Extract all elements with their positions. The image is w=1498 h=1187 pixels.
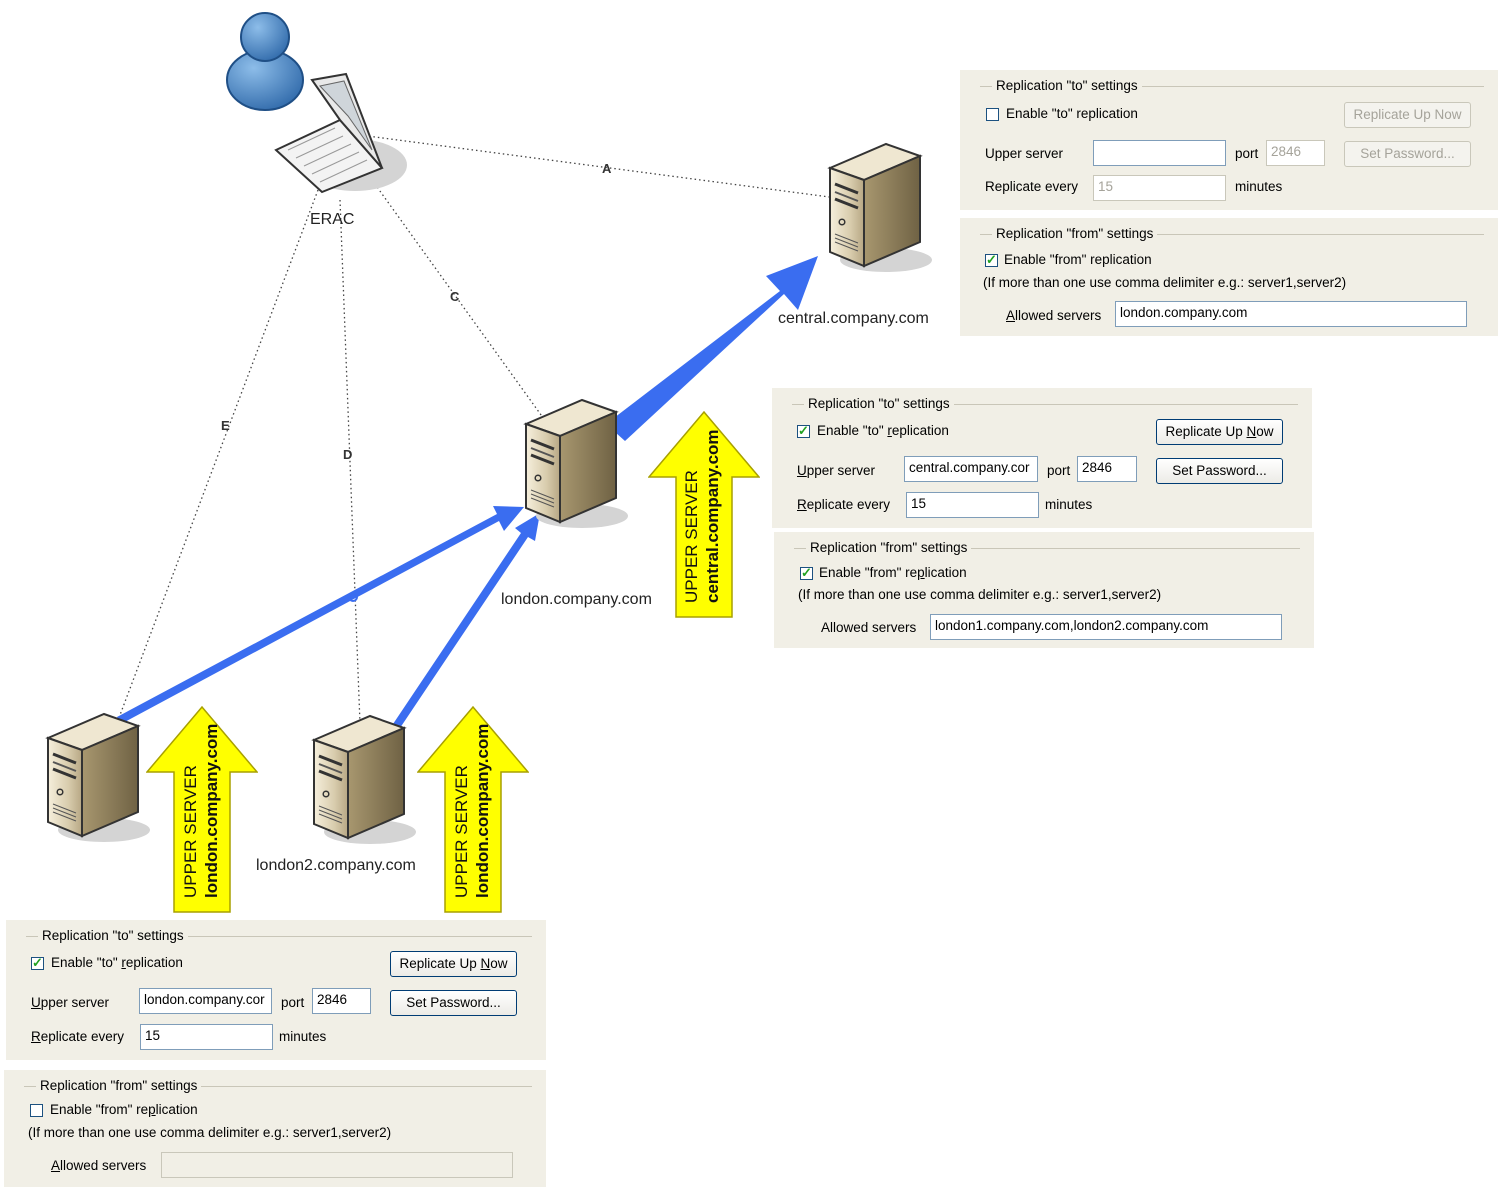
management-connections: [119, 134, 876, 777]
comma-delimiter-hint: (If more than one use comma delimiter e.…: [798, 587, 1162, 602]
replicate-every-input[interactable]: 15: [1093, 175, 1226, 201]
legend-title: Replication "to" settings: [792, 396, 954, 411]
enable-from-replication-label: Enable "from" replication: [1004, 252, 1152, 267]
set-password-button[interactable]: Set Password...: [390, 990, 517, 1016]
legend-title: Replication "from" settings: [980, 226, 1158, 241]
enable-from-replication-checkbox[interactable]: [30, 1104, 43, 1117]
upper-server-input[interactable]: central.company.cor: [904, 456, 1038, 482]
enable-to-replication-label: Enable "to" replication: [51, 955, 183, 970]
upper-server-label: Upper server: [985, 146, 1064, 161]
replication-arrow-london-to-central: [606, 256, 818, 441]
upper-server-label: Upper server: [797, 463, 876, 478]
replicate-up-now-button[interactable]: Replicate Up Now: [1344, 102, 1471, 128]
upper-server-input[interactable]: london.company.cor: [139, 988, 272, 1014]
allowed-servers-label: Allowed servers: [51, 1158, 147, 1173]
london-to-settings-panel: Replication "to" settings Enable "to" re…: [772, 388, 1312, 528]
enable-to-replication-label: Enable "to" replication: [1006, 106, 1138, 121]
minutes-label: minutes: [279, 1029, 327, 1044]
replication-arrow-london2-to-london: [391, 513, 540, 731]
legend-title: Replication "to" settings: [980, 78, 1142, 93]
legend-title: Replication "to" settings: [26, 928, 188, 943]
enable-from-replication-checkbox[interactable]: [800, 565, 813, 581]
enable-to-replication-checkbox[interactable]: [797, 423, 810, 439]
minutes-label: minutes: [1235, 179, 1283, 194]
edge-label-e: E: [221, 418, 230, 433]
laptop-icon: [274, 72, 407, 194]
server-central-icon: [828, 142, 934, 272]
svg-text:UPPER SERVER london.compan: UPPER SERVER london.company.com: [181, 724, 221, 898]
port-input[interactable]: 2846: [312, 988, 371, 1014]
server-london-icon: [524, 398, 630, 528]
server-london2-icon: [312, 714, 418, 844]
node-label-central: central.company.com: [778, 310, 929, 327]
replicate-up-now-button[interactable]: Replicate Up Now: [1156, 419, 1283, 445]
replicate-up-now-button[interactable]: Replicate Up Now: [390, 951, 517, 977]
port-label: port: [281, 995, 305, 1010]
enable-to-replication-checkbox[interactable]: [986, 108, 999, 121]
allowed-servers-label: Allowed servers: [1006, 308, 1102, 323]
svg-text:UPPER SERVER london.compan: UPPER SERVER london.company.com: [452, 724, 492, 898]
enable-to-replication-label: Enable "to" replication: [817, 423, 949, 438]
comma-delimiter-hint: (If more than one use comma delimiter e.…: [28, 1125, 392, 1140]
minutes-label: minutes: [1045, 497, 1093, 512]
legend-title: Replication "from" settings: [24, 1078, 202, 1093]
comma-delimiter-hint: (If more than one use comma delimiter e.…: [983, 275, 1347, 290]
allowed-servers-input[interactable]: london.company.com: [1115, 301, 1467, 327]
london2-to-settings-panel: Replication "to" settings Enable "to" re…: [6, 920, 546, 1060]
edge-label-c: C: [450, 289, 460, 304]
node-label-erac: ERAC: [310, 211, 355, 228]
upper-arrow-central-line1: UPPER SERVER: [682, 470, 701, 603]
enable-from-replication-label: Enable "from" replication: [50, 1102, 198, 1117]
connection-e: [119, 189, 319, 716]
replicate-every-input[interactable]: 15: [140, 1024, 273, 1050]
enable-from-replication-label: Enable "from" replication: [819, 565, 967, 580]
node-label-london2: london2.company.com: [256, 857, 416, 874]
upper-server-input[interactable]: [1093, 140, 1226, 166]
port-input[interactable]: 2846: [1266, 140, 1325, 166]
legend-title: Replication "from" settings: [794, 540, 972, 555]
edge-label-a: A: [602, 161, 612, 176]
enable-to-replication-checkbox[interactable]: [31, 955, 44, 971]
london-from-settings-panel: Replication "from" settings Enable "from…: [774, 532, 1314, 648]
arrow-crossing-hop: [348, 592, 358, 602]
upper-arrow-central-line2: central.company.com: [703, 429, 722, 603]
allowed-servers-input[interactable]: [161, 1152, 513, 1178]
port-input[interactable]: 2846: [1077, 456, 1137, 482]
upper-arrow-london2-line1: UPPER SERVER: [452, 765, 471, 898]
port-label: port: [1235, 146, 1259, 161]
replication-arrows: [117, 256, 818, 731]
upper-arrow-london2-line2: london.company.com: [473, 724, 492, 898]
enable-from-replication-checkbox[interactable]: [985, 252, 998, 268]
replicate-every-label: Replicate every: [31, 1029, 125, 1044]
connection-a: [359, 134, 876, 204]
upper-server-label: Upper server: [31, 995, 110, 1010]
allowed-servers-label: Allowed servers: [821, 620, 917, 635]
replicate-every-label: Replicate every: [797, 497, 891, 512]
london2-from-settings-panel: Replication "from" settings Enable "from…: [4, 1070, 546, 1187]
set-password-button[interactable]: Set Password...: [1156, 458, 1283, 484]
connection-d: [339, 199, 363, 777]
upper-arrow-london1-line1: UPPER SERVER: [181, 765, 200, 898]
port-label: port: [1047, 463, 1071, 478]
replicate-every-input[interactable]: 15: [906, 492, 1039, 518]
replication-arrow-london1-to-london: [117, 506, 524, 724]
central-to-settings-panel: Replication "to" settings Enable "to" re…: [960, 70, 1498, 210]
replicate-every-label: Replicate every: [985, 179, 1079, 194]
central-from-settings-panel: Replication "from" settings Enable "from…: [960, 218, 1498, 336]
connection-c: [371, 179, 573, 459]
set-password-button[interactable]: Set Password...: [1344, 141, 1471, 167]
allowed-servers-input[interactable]: london1.company.com,london2.company.com: [930, 614, 1282, 640]
user-icon: [226, 12, 304, 111]
node-label-london: london.company.com: [501, 591, 652, 608]
upper-arrow-london1-line2: london.company.com: [202, 724, 221, 898]
edge-label-d: D: [343, 447, 352, 462]
svg-text:UPPER SERVER central.compa: UPPER SERVER central.company.com: [682, 429, 722, 603]
server-london1-icon: [46, 712, 152, 842]
